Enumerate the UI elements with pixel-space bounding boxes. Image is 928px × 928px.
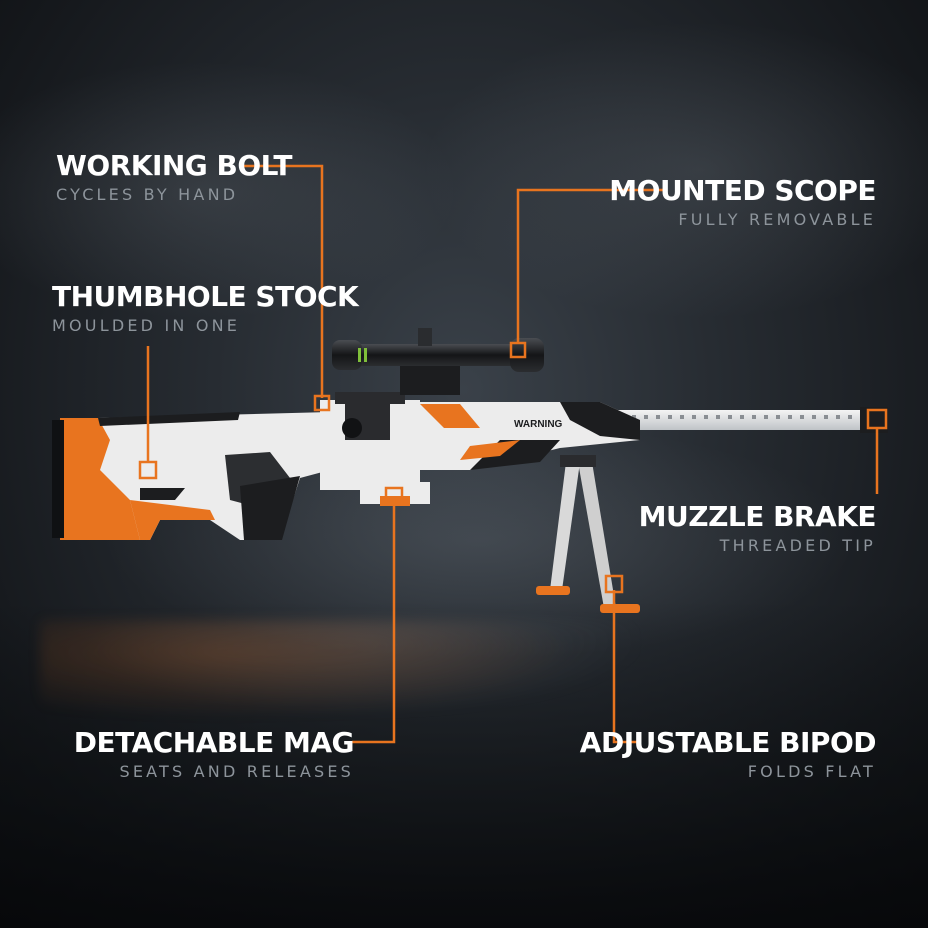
scope bbox=[332, 328, 544, 395]
scope-mount bbox=[400, 365, 460, 395]
callout-leaders bbox=[146, 164, 879, 744]
callout-adjustable-bipod: ADJUSTABLE BIPOD FOLDS FLAT bbox=[579, 726, 877, 782]
marker-mounted-scope bbox=[509, 341, 527, 359]
callout-title: WORKING BOLT bbox=[56, 149, 292, 182]
callout-title: MUZZLE BRAKE bbox=[638, 500, 877, 533]
barrel-studs bbox=[620, 415, 852, 419]
callout-title: ADJUSTABLE BIPOD bbox=[579, 726, 877, 759]
bolt-handle bbox=[342, 418, 362, 438]
callout-muzzle-brake: MUZZLE BRAKE THREADED TIP bbox=[638, 500, 877, 556]
floor-reflection bbox=[40, 620, 640, 730]
marker-detachable-mag bbox=[384, 486, 404, 506]
callout-title: THUMBHOLE STOCK bbox=[52, 280, 359, 313]
marker-thumbhole-stock bbox=[138, 460, 158, 480]
callout-subtitle: MOULDED IN ONE bbox=[52, 316, 241, 335]
leader-mounted-scope bbox=[516, 188, 666, 344]
magazine bbox=[360, 482, 430, 504]
leader-adjustable-bipod bbox=[612, 590, 640, 744]
callout-mounted-scope: MOUNTED SCOPE FULLY REMOVABLE bbox=[609, 176, 876, 230]
callout-markers bbox=[138, 341, 888, 594]
floor-surface bbox=[0, 600, 928, 928]
scope-ring bbox=[358, 348, 361, 362]
marker-muzzle-brake bbox=[866, 408, 888, 430]
callout-working-bolt: WORKING BOLT CYCLES BY HAND bbox=[56, 151, 292, 205]
bipod bbox=[536, 455, 640, 613]
callout-thumbhole-stock: THUMBHOLE STOCK MOULDED IN ONE bbox=[52, 280, 359, 336]
callout-subtitle: FULLY REMOVABLE bbox=[678, 210, 876, 229]
leader-detachable-mag bbox=[352, 498, 396, 744]
buttpad bbox=[52, 420, 64, 538]
warning-label: WARNING bbox=[514, 419, 563, 430]
callout-title: MOUNTED SCOPE bbox=[609, 174, 876, 207]
callout-subtitle: THREADED TIP bbox=[719, 536, 876, 555]
callout-subtitle: SEATS AND RELEASES bbox=[119, 762, 354, 781]
marker-adjustable-bipod bbox=[604, 574, 624, 594]
callout-subtitle: CYCLES BY HAND bbox=[56, 185, 239, 204]
scope-ring bbox=[364, 348, 367, 362]
callout-detachable-mag: DETACHABLE MAG SEATS AND RELEASES bbox=[73, 726, 355, 782]
marker-working-bolt bbox=[313, 394, 331, 412]
receiver-and-stock bbox=[52, 392, 640, 540]
callout-title: DETACHABLE MAG bbox=[73, 726, 355, 759]
leader-working-bolt bbox=[244, 164, 324, 398]
scope-turret bbox=[418, 328, 432, 346]
callout-subtitle: FOLDS FLAT bbox=[747, 762, 876, 781]
